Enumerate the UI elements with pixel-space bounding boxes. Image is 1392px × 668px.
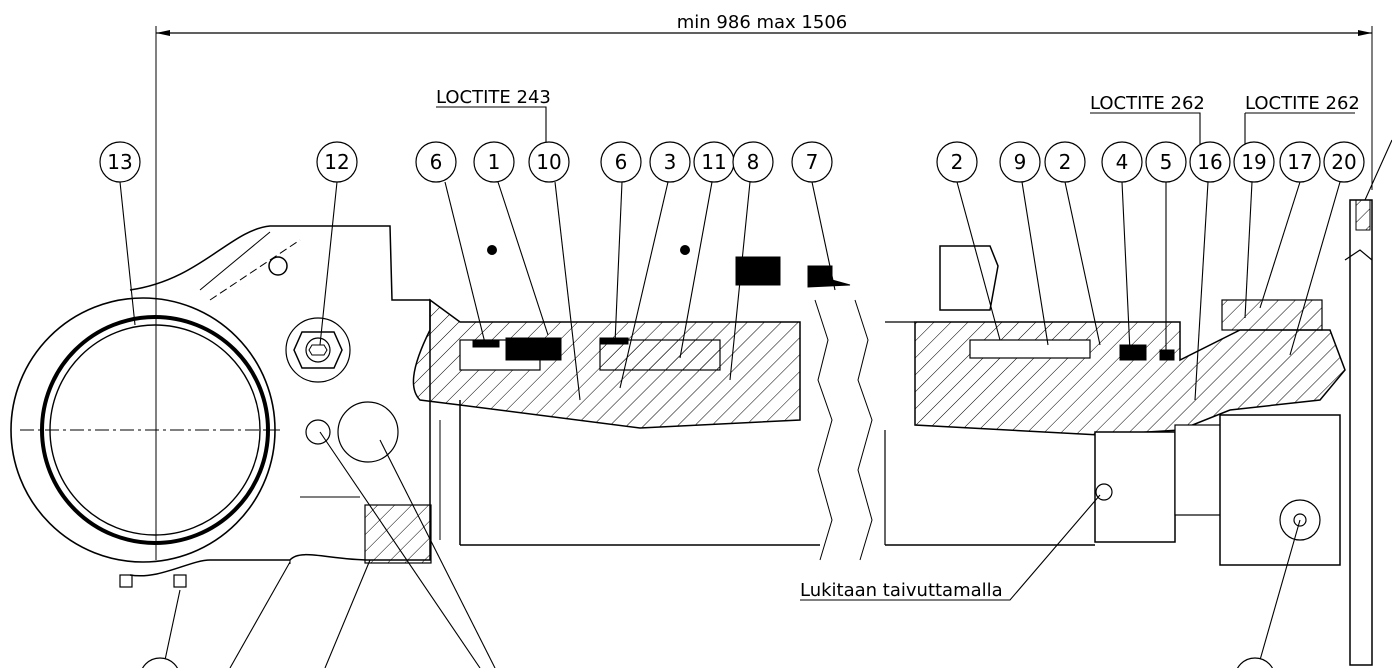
- balloon-17: 17: [1279, 141, 1321, 183]
- notes: LOCTITE 243 LOCTITE 262 LOCTITE 262 Luki…: [436, 87, 1360, 601]
- cylinder-right-section: [884, 245, 1346, 566]
- eye-bearing: [10, 290, 280, 588]
- balloon-4-label: 4: [1116, 150, 1129, 174]
- loctite-243-note: LOCTITE 243: [436, 87, 551, 108]
- mounting-plate: [1344, 199, 1373, 666]
- balloon-17-label: 17: [1287, 150, 1312, 174]
- loctite-262-note-right: LOCTITE 262: [1245, 93, 1360, 114]
- item-balloons: 13 12 6 1 10 6 3 11: [99, 141, 1365, 668]
- overall-dimension: min 986 max 1506: [155, 12, 1373, 560]
- balloon-1: 1: [473, 141, 515, 183]
- balloon-bottom-left: [141, 657, 179, 668]
- balloon-10-label: 10: [536, 150, 561, 174]
- rod-end-housing: [129, 225, 432, 577]
- balloon-3: 3: [649, 141, 691, 183]
- balloon-6b: 6: [600, 141, 642, 183]
- balloon-8: 8: [732, 141, 774, 183]
- balloon-7: 7: [791, 141, 833, 183]
- balloon-bottom-right: [1236, 657, 1274, 668]
- balloon-19: 19: [1233, 141, 1275, 183]
- balloon-2b-label: 2: [1059, 150, 1072, 174]
- balloon-16-label: 16: [1197, 150, 1222, 174]
- break-lines: [814, 299, 873, 561]
- loctite-262-note-left: LOCTITE 262: [1090, 93, 1205, 114]
- balloon-10: 10: [528, 141, 570, 183]
- balloon-13: 13: [99, 141, 141, 183]
- balloon-12-label: 12: [324, 150, 349, 174]
- balloon-16: 16: [1189, 141, 1231, 183]
- grease-nipple: [285, 317, 351, 383]
- balloon-20-label: 20: [1331, 150, 1356, 174]
- balloon-6a: 6: [415, 141, 457, 183]
- balloon-5: 5: [1145, 141, 1187, 183]
- balloon-3-label: 3: [664, 150, 677, 174]
- balloon-11: 11: [693, 141, 735, 183]
- balloon-2a-label: 2: [951, 150, 964, 174]
- balloon-2a: 2: [936, 141, 978, 183]
- balloon-8-label: 8: [747, 150, 760, 174]
- balloon-6b-label: 6: [615, 150, 628, 174]
- balloon-5-label: 5: [1160, 150, 1173, 174]
- balloon-11-label: 11: [701, 150, 726, 174]
- overall-dimension-label: min 986 max 1506: [677, 12, 848, 33]
- balloon-4: 4: [1101, 141, 1143, 183]
- leader-lines: [119, 106, 1392, 668]
- balloon-9-label: 9: [1014, 150, 1027, 174]
- balloon-1-label: 1: [488, 150, 501, 174]
- balloon-6a-label: 6: [430, 150, 443, 174]
- balloon-7-label: 7: [806, 150, 819, 174]
- balloon-9: 9: [999, 141, 1041, 183]
- balloon-2b: 2: [1044, 141, 1086, 183]
- balloon-12: 12: [316, 141, 358, 183]
- balloon-20: 20: [1323, 141, 1365, 183]
- locking-note: Lukitaan taivuttamalla: [800, 580, 1003, 601]
- cylinder-left-section: [412, 245, 851, 546]
- balloon-19-label: 19: [1241, 150, 1266, 174]
- balloon-13-label: 13: [107, 150, 132, 174]
